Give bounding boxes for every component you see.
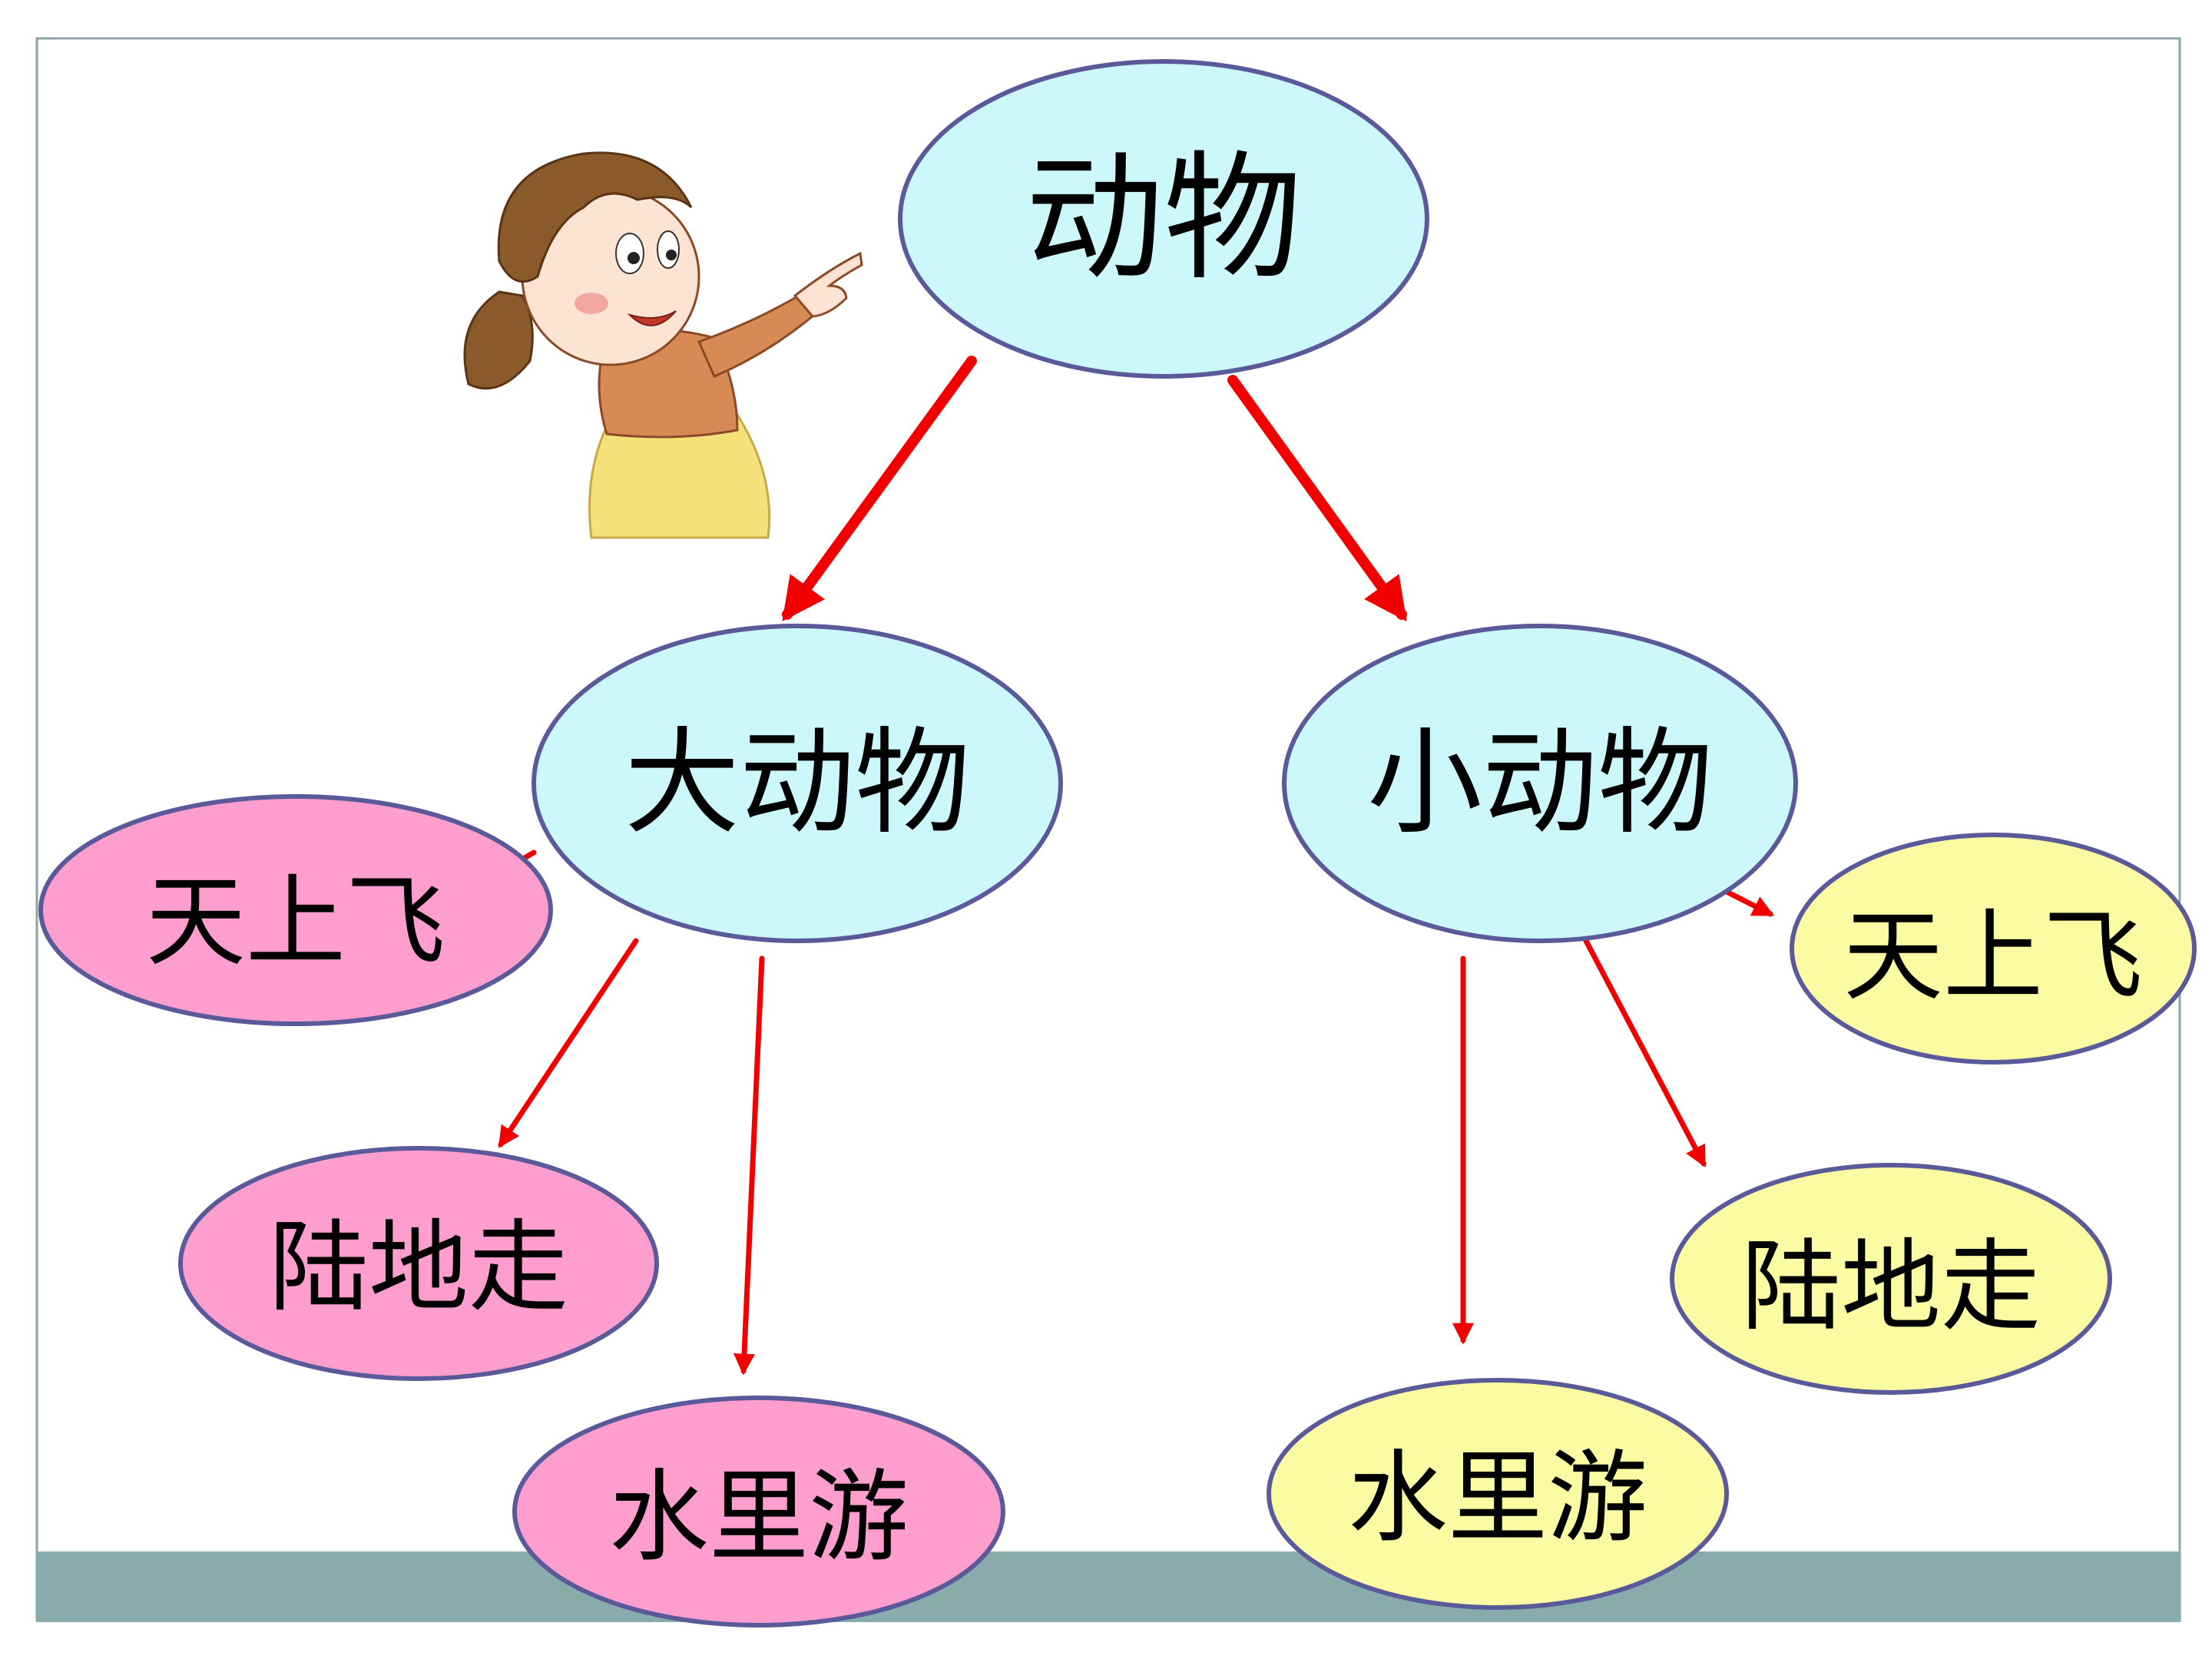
node-small: 小动物 (1282, 624, 1798, 943)
node-big: 大动物 (531, 624, 1063, 943)
node-root-shape (898, 59, 1429, 379)
node-big-water-shape (512, 1396, 1005, 1628)
node-small-sky: 天上飞 (1790, 833, 2197, 1065)
ground-band (37, 1551, 2180, 1622)
node-big-shape (531, 624, 1063, 943)
node-root-label: 动物 (1025, 139, 1302, 300)
node-small-land-shape (1670, 1163, 2112, 1395)
node-big-land-shape (178, 1146, 659, 1381)
node-big-land-label: 陆地走 (269, 1209, 568, 1326)
node-small-water-label: 水里游 (1348, 1439, 1647, 1556)
node-big-water: 水里游 (512, 1396, 1005, 1628)
node-small-water-shape (1267, 1378, 1729, 1610)
node-small-sky-label: 天上飞 (1843, 898, 2143, 1015)
node-small-land-label: 陆地走 (1741, 1228, 2041, 1345)
node-small-label: 小动物 (1367, 717, 1713, 850)
node-big-water-label: 水里游 (609, 1459, 909, 1575)
arrow-root-to-big (782, 356, 977, 622)
arrow-big-to-water (733, 955, 765, 1376)
arrow-small-to-sky (1725, 889, 1774, 917)
node-small-shape (1282, 624, 1798, 943)
node-big-sky-label: 天上飞 (146, 863, 445, 980)
arrow-big-to-land (498, 938, 639, 1148)
arrow-small-to-land (1583, 938, 1707, 1167)
node-big-label: 大动物 (624, 717, 970, 850)
node-small-land: 陆地走 (1670, 1163, 2112, 1395)
node-big-land: 陆地走 (178, 1146, 659, 1381)
node-small-sky-shape (1790, 833, 2197, 1065)
node-small-water: 水里游 (1267, 1378, 1729, 1610)
girl-pointing-icon (463, 151, 863, 539)
node-root: 动物 (898, 59, 1429, 379)
node-big-sky-shape (38, 794, 553, 1026)
arrow-root-to-small (1227, 375, 1407, 622)
node-big-sky: 天上飞 (38, 794, 553, 1026)
